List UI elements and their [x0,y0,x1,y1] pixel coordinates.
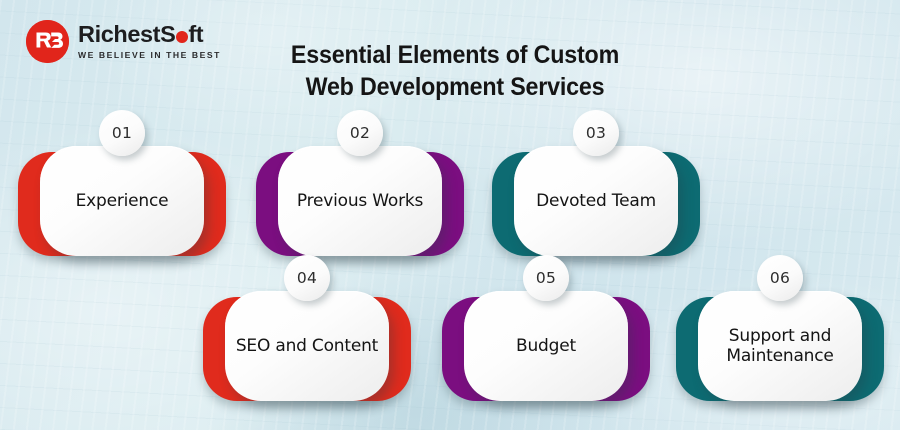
richestsoft-logo-icon [26,20,69,63]
brand-wordmark-part1: RichestS [78,21,176,48]
card-number-badge: 02 [337,110,383,156]
card-label: SEO and Content [235,335,379,356]
card-number: 02 [349,124,371,142]
card-face: Devoted Team [514,146,678,256]
page-title: Essential Elements of Custom Web Develop… [260,39,651,103]
card-label: Budget [516,335,576,356]
brand-wordmark: RichestS ft [78,23,221,47]
card-number: 06 [769,269,791,287]
card-number-badge: 05 [523,255,569,301]
card-face: Previous Works [278,146,442,256]
card-face: Experience [40,146,204,256]
card-number: 01 [111,124,133,142]
element-card-4[interactable]: SEO and Content 04 [203,255,411,401]
card-face: SEO and Content [225,291,389,401]
card-label: Devoted Team [536,190,656,211]
brand-tagline: WE BELIEVE IN THE BEST [78,49,221,60]
card-number-badge: 06 [757,255,803,301]
card-label: Previous Works [296,190,424,211]
card-label: Experience [75,190,169,211]
card-number-badge: 04 [284,255,330,301]
card-number: 04 [296,269,318,287]
brand-wordmark-part2: ft [188,21,204,48]
brand-wordmark-o-dot [175,31,188,44]
card-number: 03 [585,124,607,142]
element-card-2[interactable]: Previous Works 02 [256,110,464,256]
element-card-3[interactable]: Devoted Team 03 [492,110,700,256]
card-number-badge: 03 [573,110,619,156]
card-number: 05 [535,269,557,287]
element-card-1[interactable]: Experience 01 [18,110,226,256]
page-title-line-2: Web Development Services [305,72,605,101]
card-number-badge: 01 [99,110,145,156]
card-face: Budget [464,291,628,401]
brand-logo: RichestS ft WE BELIEVE IN THE BEST [26,20,221,63]
page-title-line-1: Essential Elements of Custom [290,40,620,69]
brand-logo-text: RichestS ft WE BELIEVE IN THE BEST [78,23,221,59]
element-card-5[interactable]: Budget 05 [442,255,650,401]
